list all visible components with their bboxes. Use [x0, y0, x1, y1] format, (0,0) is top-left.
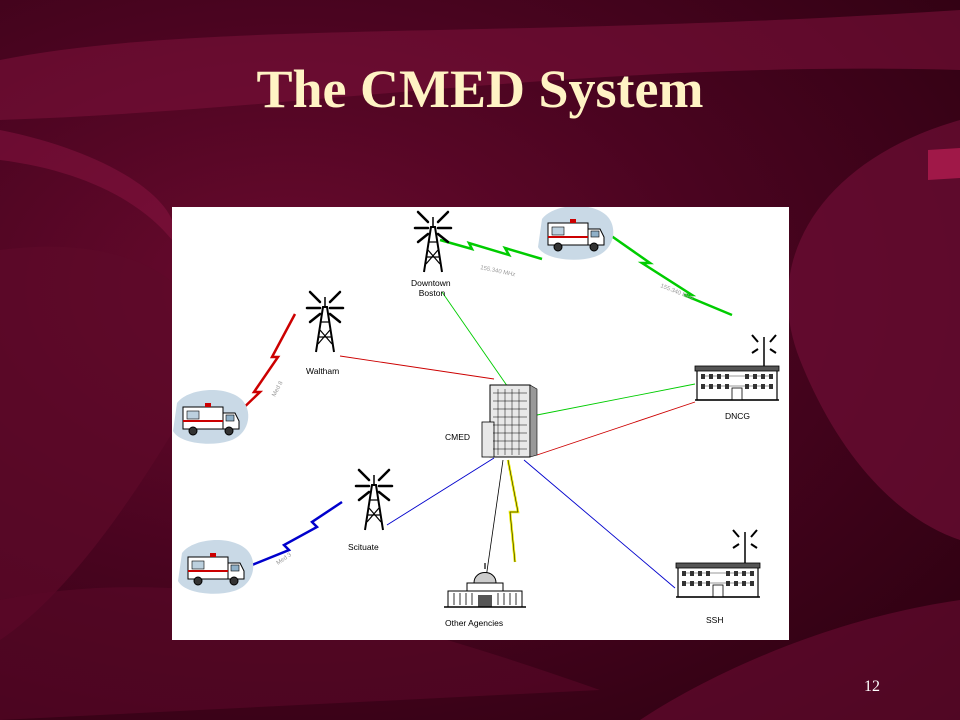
label-waltham: Waltham [306, 366, 339, 376]
tower-icon-waltham [305, 290, 345, 354]
radio-bolt-ambulance-dncg [609, 233, 733, 317]
link-cmed-ssh [523, 459, 676, 589]
radio-bolt-waltham-ambulance [233, 313, 297, 418]
tower-icon-scituate [354, 468, 394, 532]
freq-label-waltham-ambulance: Med 8 [271, 380, 284, 398]
cmed-network-diagram: Downtown Boston Waltham CMED DNCG Scitua… [172, 207, 780, 628]
ssh-hospital-icon [675, 562, 761, 598]
link-cmed-dncg-red [536, 401, 696, 456]
cmed-building-icon [481, 384, 538, 458]
radio-bolt-boston-ambulance [439, 238, 543, 261]
ssh-antenna-icon [732, 529, 758, 563]
label-downtown-boston: Downtown Boston [411, 278, 453, 298]
link-cmed-other-agencies [484, 459, 504, 586]
link-waltham-cmed [339, 355, 495, 380]
ambulance-icon-top [537, 207, 615, 261]
label-scituate: Scituate [348, 542, 379, 552]
radio-bolt-scituate-ambulance [246, 500, 343, 569]
link-boston-cmed [441, 291, 511, 391]
dncg-hospital-icon [694, 365, 780, 401]
freq-label-boston-ambulance: 155.340 MHz [480, 265, 516, 278]
radio-bolt-cmed-other-agencies [506, 459, 520, 563]
diagram-panel: Downtown Boston Waltham CMED DNCG Scitua… [172, 207, 789, 640]
ambulance-icon-scituate [177, 538, 255, 595]
ambulance-icon-waltham [172, 388, 250, 445]
other-agencies-building-icon [444, 563, 526, 608]
link-cmed-dncg [536, 383, 696, 416]
label-cmed: CMED [445, 432, 470, 442]
dncg-antenna-icon [751, 334, 777, 366]
slide-title: The CMED System [256, 59, 704, 119]
slide-number: 12 [864, 678, 880, 695]
link-scituate-cmed [386, 457, 495, 526]
label-ssh: SSH [706, 615, 723, 625]
label-dncg: DNCG [725, 411, 750, 421]
label-other-agencies: Other Agencies [445, 618, 503, 628]
